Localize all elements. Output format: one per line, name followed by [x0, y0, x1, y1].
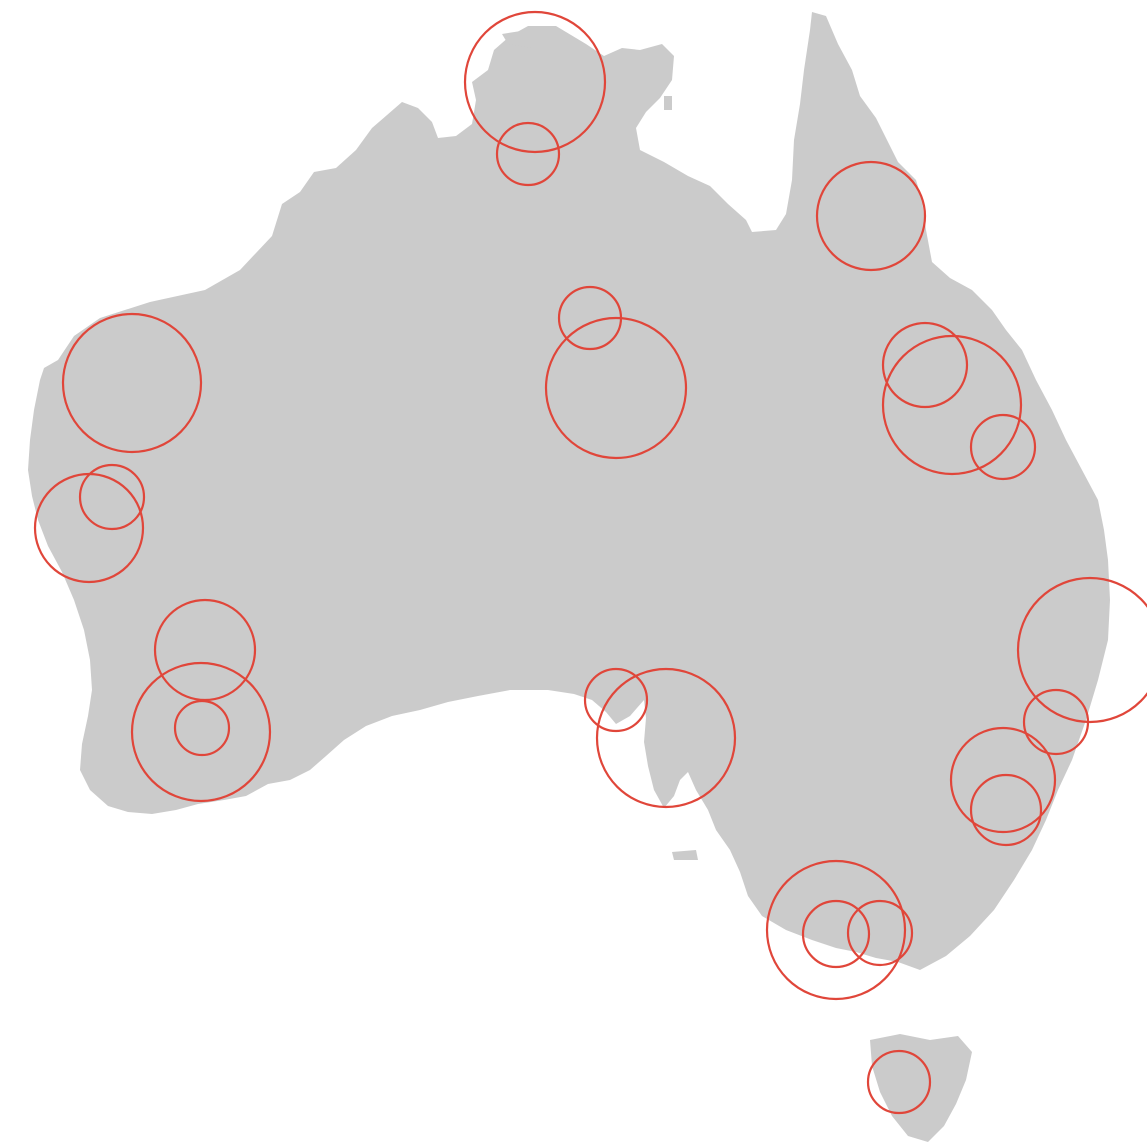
map-marker-circle[interactable] — [153, 598, 257, 702]
map-marker-circle[interactable] — [969, 413, 1037, 481]
map-marker-circle[interactable] — [595, 667, 737, 809]
melville-island — [502, 28, 562, 48]
map-marker-circle[interactable] — [881, 334, 1023, 476]
map-marker-circle[interactable] — [815, 160, 927, 272]
map-marker-circle[interactable] — [969, 773, 1043, 847]
map-marker-circle[interactable] — [583, 667, 649, 733]
map-marker-circle[interactable] — [881, 321, 969, 409]
map-marker-circle[interactable] — [61, 312, 203, 454]
map-marker-circle[interactable] — [949, 726, 1057, 834]
map-marker-circle[interactable] — [801, 899, 871, 969]
map-marker-circle[interactable] — [544, 316, 688, 460]
map-marker-circle[interactable] — [866, 1049, 932, 1115]
map-marker-circle[interactable] — [130, 661, 272, 803]
map-marker-circle[interactable] — [1016, 576, 1147, 724]
groote-eylandt — [664, 96, 672, 110]
map-marker-circle[interactable] — [495, 121, 561, 187]
tasmania — [870, 1034, 972, 1142]
kangaroo-island — [672, 850, 698, 860]
map-marker-circle[interactable] — [173, 699, 231, 757]
map-marker-circle[interactable] — [78, 463, 146, 531]
marker-layer — [33, 10, 1147, 1115]
map-marker-circle[interactable] — [765, 859, 907, 1001]
map-marker-circle[interactable] — [846, 899, 914, 967]
australia-mainland — [28, 12, 1110, 970]
land-layer — [28, 12, 1110, 1142]
map-marker-circle[interactable] — [463, 10, 607, 154]
map-marker-circle[interactable] — [1022, 688, 1090, 756]
map-marker-circle[interactable] — [33, 472, 145, 584]
